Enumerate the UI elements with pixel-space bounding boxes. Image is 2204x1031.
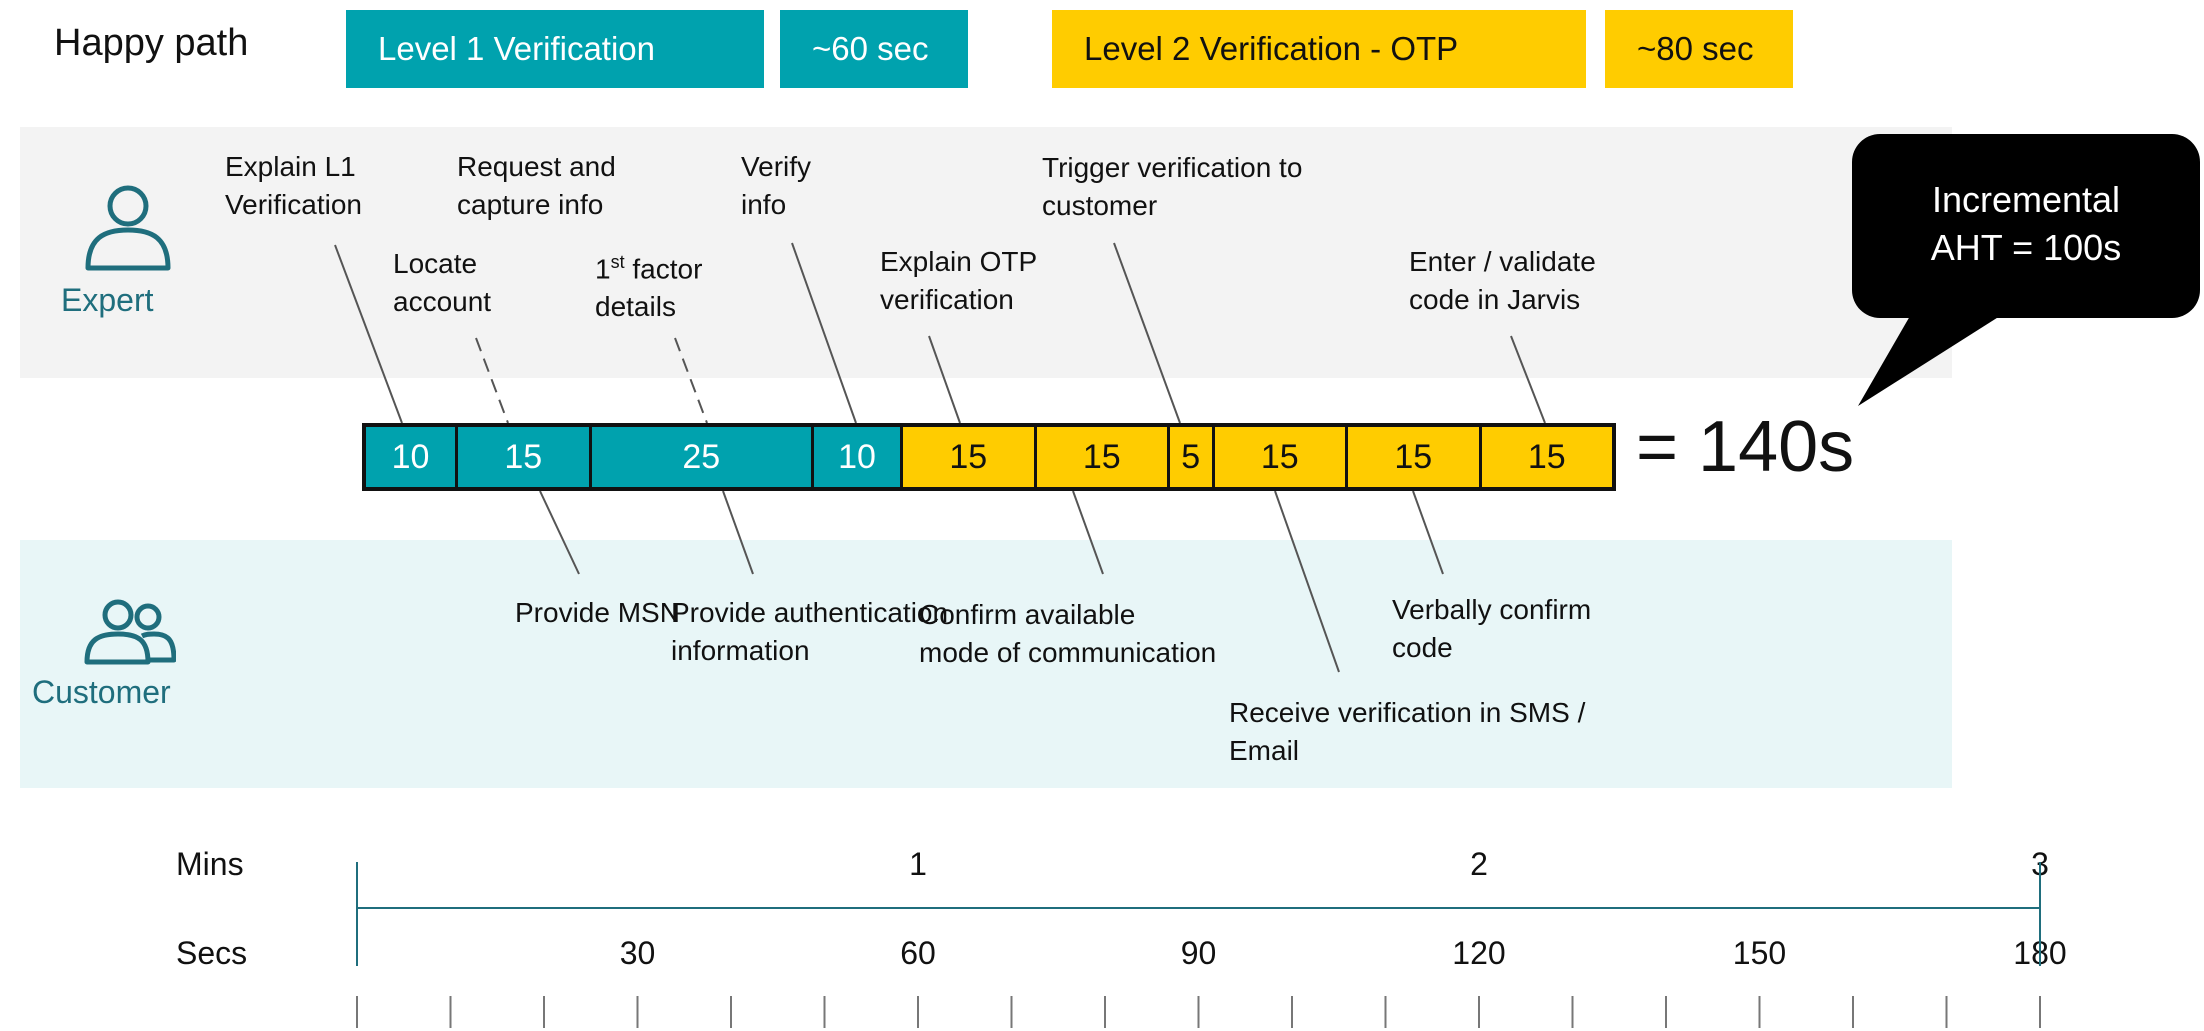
step-provide-msn: Provide MSN bbox=[515, 597, 680, 628]
expert-icon bbox=[85, 185, 171, 271]
leader-confirm-mode bbox=[1072, 490, 1104, 575]
segment-10: 15 bbox=[1478, 427, 1612, 487]
axis-min-label: 1 bbox=[909, 846, 927, 882]
leader-receive-verification bbox=[1274, 490, 1340, 673]
leader-provide-msn bbox=[539, 490, 580, 575]
leader-verify-info bbox=[791, 242, 857, 424]
axis-sec-label: 30 bbox=[619, 935, 656, 971]
axis-sec-label: 150 bbox=[1732, 935, 1787, 971]
step-explain-l1: Explain L1 Verification bbox=[225, 151, 362, 220]
axis-secs-label: Secs bbox=[176, 935, 248, 971]
phase-level2-label: Level 2 Verification - OTP bbox=[1052, 10, 1586, 88]
segment-5: 15 bbox=[900, 427, 1034, 487]
phase-level2-time: ~80 sec bbox=[1605, 10, 1793, 88]
step-verbally-confirm: Verbally confirm code bbox=[1392, 594, 1592, 663]
customer-role-label: Customer bbox=[32, 674, 171, 710]
step-enter-code: Enter / validate code in Jarvis bbox=[1409, 246, 1596, 315]
expert-lane bbox=[20, 127, 1952, 378]
step-trigger-verification: Trigger verification to customer bbox=[1042, 152, 1303, 221]
segment-8: 15 bbox=[1211, 427, 1345, 487]
axis-min-label: 2 bbox=[1470, 846, 1488, 882]
segment-4: 10 bbox=[811, 427, 900, 487]
phase-level1-time: ~60 sec bbox=[780, 10, 968, 88]
segment-1: 10 bbox=[366, 427, 455, 487]
segment-6: 15 bbox=[1033, 427, 1167, 487]
segment-9: 15 bbox=[1345, 427, 1479, 487]
callout-text: Incremental AHT = 100s bbox=[1930, 179, 2122, 268]
page-title: Happy path bbox=[54, 22, 249, 64]
leader-locate-account bbox=[475, 337, 509, 424]
leader-first-factor bbox=[674, 337, 708, 424]
leader-trigger bbox=[1113, 242, 1181, 424]
total-duration: = 140s bbox=[1636, 407, 1855, 487]
customer-lane bbox=[20, 540, 1952, 788]
step-explain-otp: Explain OTP verification bbox=[880, 246, 1038, 315]
customer-icon bbox=[84, 599, 176, 665]
step-verify-info: Verify info bbox=[741, 151, 812, 220]
segment-3: 25 bbox=[588, 427, 811, 487]
phase-level1-label: Level 1 Verification bbox=[346, 10, 764, 88]
axis-sec-label: 120 bbox=[1452, 935, 1506, 971]
leader-explain-otp bbox=[928, 335, 961, 424]
step-first-factor: 1st factor details bbox=[595, 252, 703, 323]
step-confirm-mode: Confirm available mode of communication bbox=[919, 599, 1217, 668]
step-locate-account: Locate account bbox=[393, 248, 492, 317]
leader-provide-auth bbox=[722, 490, 754, 575]
step-receive-verification: Receive verification in SMS / Email bbox=[1229, 697, 1586, 766]
segment-7: 5 bbox=[1167, 427, 1212, 487]
axis-sec-label: 60 bbox=[900, 935, 936, 971]
segment-2: 15 bbox=[455, 427, 589, 487]
step-request-info: Request and capture info bbox=[457, 151, 616, 220]
axis-mins-label: Mins bbox=[176, 846, 244, 882]
leader-explain-l1 bbox=[334, 244, 403, 424]
expert-role-label: Expert bbox=[61, 282, 154, 318]
leader-enter-code bbox=[1510, 335, 1546, 424]
step-provide-auth: Provide authentication information bbox=[671, 597, 949, 666]
axis-sec-label: 90 bbox=[1180, 935, 1217, 971]
leader-verbally-confirm bbox=[1412, 490, 1444, 575]
